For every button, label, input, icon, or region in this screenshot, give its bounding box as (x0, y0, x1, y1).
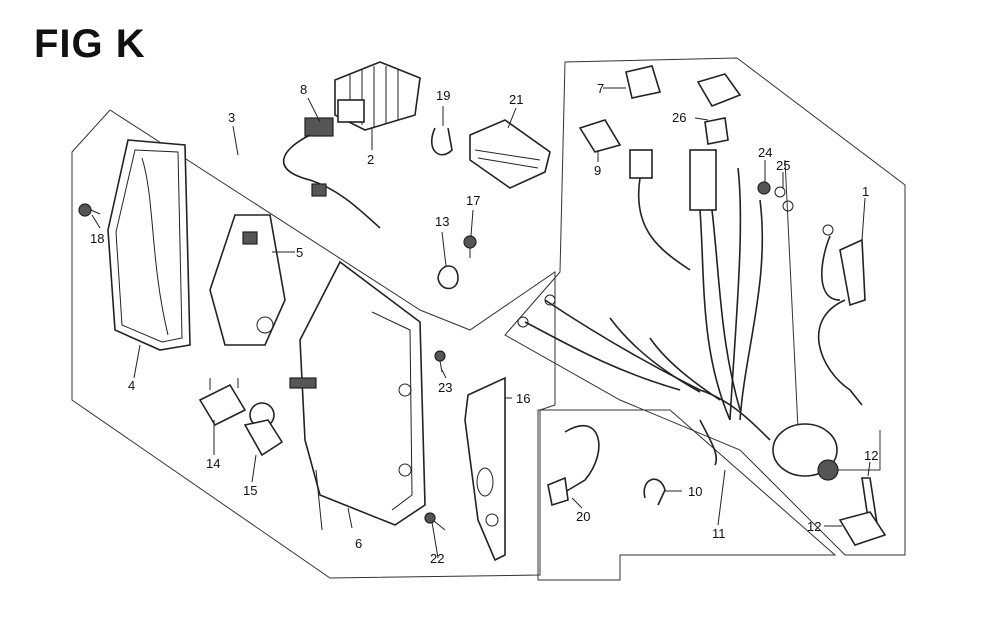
label-part-14: 14 (206, 456, 220, 471)
part-26-fuse-holder (696, 73, 742, 145)
part-19-clip (430, 127, 453, 156)
label-part-2: 2 (367, 152, 374, 167)
label-part-5: 5 (296, 245, 303, 260)
part-4-cover (107, 139, 191, 351)
label-part-19: 19 (436, 88, 450, 103)
part-12-bolt (838, 477, 887, 546)
label-part-8: 8 (300, 82, 307, 97)
label-part-10: 10 (688, 484, 702, 499)
label-part-24: 24 (758, 145, 772, 160)
label-part-20: 20 (576, 509, 590, 524)
label-part-22: 22 (430, 551, 444, 566)
part-5-bracket (209, 214, 286, 346)
wire-clip-group-outline (537, 409, 837, 581)
part-6-panel (289, 260, 426, 531)
label-part-9: 9 (594, 163, 601, 178)
label-part-1: 1 (862, 184, 869, 199)
label-part-12-upper: 12 (864, 448, 878, 463)
part-24-nut (757, 181, 771, 195)
label-part-16: 16 (516, 391, 530, 406)
part-10-clip (643, 478, 666, 506)
label-part-12-lower: 12 (807, 519, 821, 534)
part-17-screw (463, 235, 477, 258)
switch-subgroup-outline (784, 159, 881, 471)
label-part-7: 7 (597, 81, 604, 96)
left-group-outline (71, 109, 556, 579)
part-18-bolt (78, 203, 101, 217)
part-labels: 8 2 3 5 18 4 7 26 9 19 21 17 13 16 23 14… (90, 81, 878, 566)
part-1-harness (817, 224, 866, 406)
part-9-connector (578, 119, 622, 153)
label-part-4: 4 (128, 378, 135, 393)
label-part-26: 26 (672, 110, 686, 125)
label-part-6: 6 (355, 536, 362, 551)
label-part-18: 18 (90, 231, 104, 246)
label-part-21: 21 (509, 92, 523, 107)
label-part-15: 15 (243, 483, 257, 498)
part-21-module (469, 119, 551, 189)
part-20-band (547, 425, 600, 507)
right-group-outline (504, 57, 906, 556)
label-part-17: 17 (466, 193, 480, 208)
label-part-3: 3 (228, 110, 235, 125)
leader-lines (91, 87, 871, 559)
label-part-25: 25 (776, 158, 790, 173)
part-16-plate (464, 376, 506, 562)
label-part-13: 13 (435, 214, 449, 229)
part-2-regulator (282, 61, 421, 229)
part-11-harness (517, 149, 839, 481)
part-23-screw (434, 350, 446, 373)
label-part-23: 23 (438, 380, 452, 395)
part-14-switch (198, 378, 247, 427)
part-15-switch (243, 402, 284, 457)
label-part-11: 11 (712, 526, 726, 541)
figure-title: FIG K (34, 22, 146, 66)
part-7-relay (625, 65, 662, 99)
part-25-washer (774, 186, 794, 212)
part-13-clamp (437, 265, 459, 290)
part-22-screw (424, 512, 446, 531)
